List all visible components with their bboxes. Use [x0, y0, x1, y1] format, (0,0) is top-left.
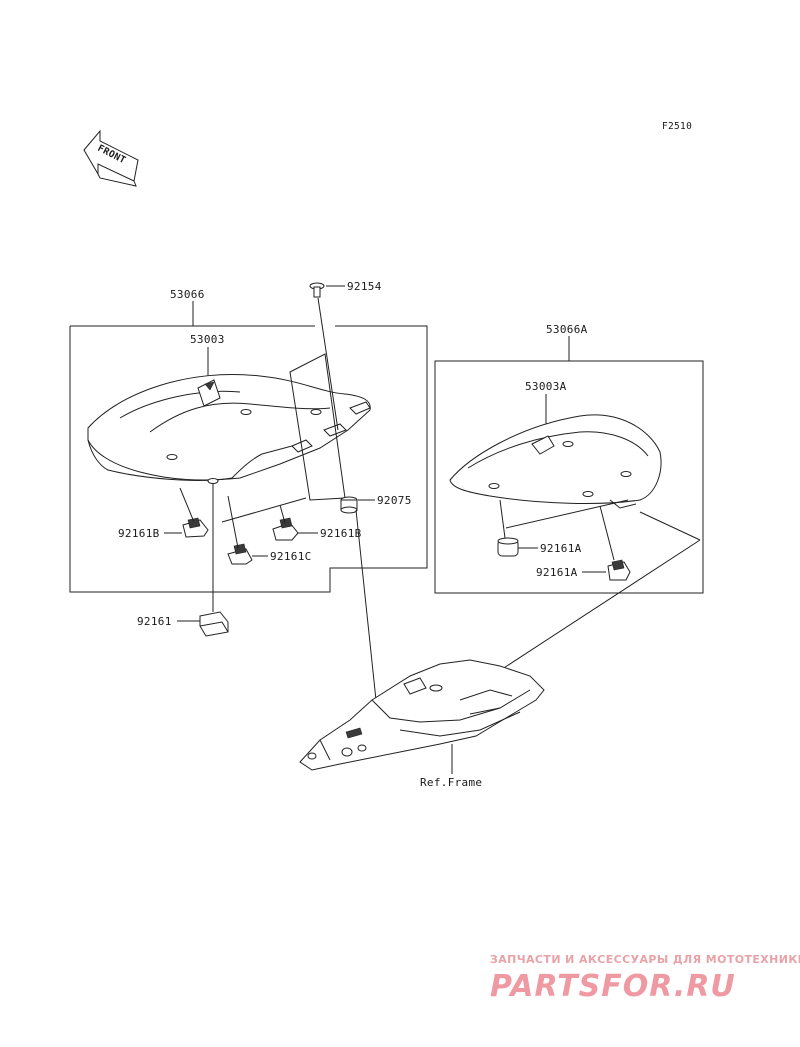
- rear-seat: [449, 414, 662, 509]
- damper-92161a-upper: [497, 537, 519, 557]
- watermark-tagline: ЗАПЧАСТИ И АКСЕССУАРЫ ДЛЯ МОТОТЕХНИКИ: [490, 953, 800, 966]
- front-seat: [87, 373, 371, 484]
- label-ref-frame: Ref.Frame: [420, 776, 482, 789]
- grommet-92075: [340, 496, 358, 514]
- label-53003: 53003: [190, 333, 225, 346]
- front-seat-box: [69, 301, 428, 593]
- damper-92161b-right: [272, 517, 299, 541]
- rear-seat-box: [434, 336, 704, 594]
- label-92161c: 92161C: [270, 550, 312, 563]
- figure-code: F2510: [662, 121, 692, 132]
- label-92161b-left: 92161B: [118, 527, 160, 540]
- label-53066a: 53066A: [546, 323, 588, 336]
- label-92075: 92075: [377, 494, 412, 507]
- label-92154: 92154: [347, 280, 382, 293]
- watermark-logo: PARTSFOR.RU: [490, 969, 736, 1004]
- front-arrow-icon: FRONT: [83, 129, 139, 187]
- label-53066: 53066: [170, 288, 205, 301]
- damper-92161: [199, 611, 229, 637]
- damper-92161a-lower: [607, 559, 631, 581]
- bolt-92154: [309, 282, 325, 298]
- label-53003a: 53003A: [525, 380, 567, 393]
- damper-92161b-left: [182, 517, 209, 538]
- label-92161a-lower: 92161A: [536, 566, 578, 579]
- label-92161a-upper: 92161A: [540, 542, 582, 555]
- rear-subframe: [299, 659, 545, 771]
- damper-92161c: [227, 543, 253, 565]
- label-92161: 92161: [137, 615, 172, 628]
- label-92161b-right: 92161B: [320, 527, 362, 540]
